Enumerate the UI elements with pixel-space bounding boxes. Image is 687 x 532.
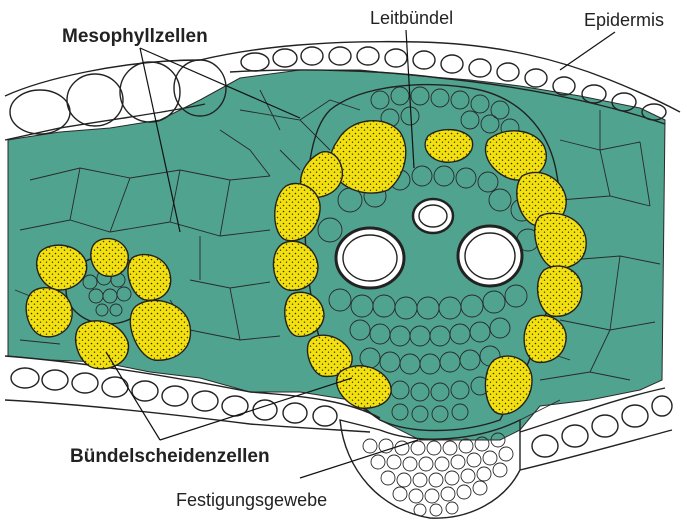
festigungsgewebe-cells — [363, 433, 513, 516]
label-leitbuendel: Leitbündel — [370, 8, 453, 28]
label-mesophyll: Mesophyllzellen — [62, 26, 208, 47]
label-epidermis: Epidermis — [584, 10, 664, 30]
label-festigung: Festigungsgewebe — [176, 490, 327, 510]
label-buendelscheide: Bündelscheidenzellen — [70, 446, 270, 467]
